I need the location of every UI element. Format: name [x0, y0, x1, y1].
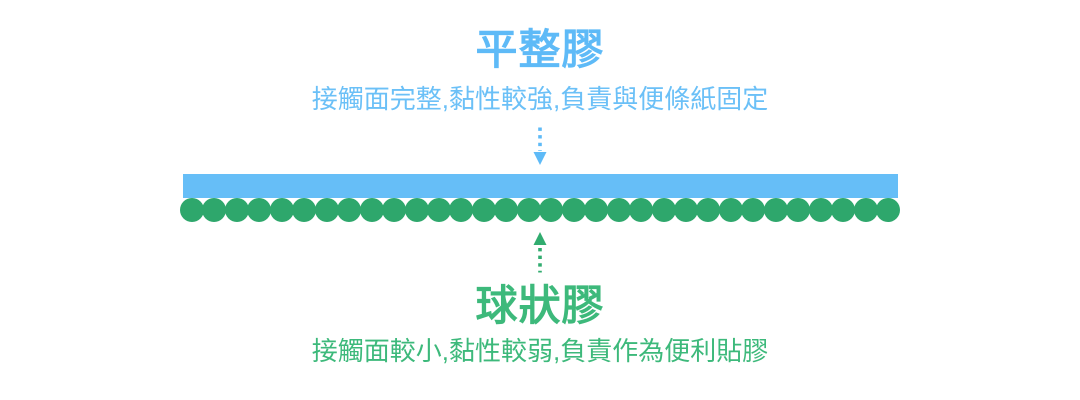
- flat-adhesive-title: 平整膠: [475, 26, 605, 73]
- arrow-down-icon: [533, 127, 547, 165]
- ball-adhesive-title: 球狀膠: [475, 282, 605, 329]
- glue-ball-dot: [786, 198, 811, 222]
- glue-ball-dot: [808, 198, 833, 222]
- glue-ball-dot: [539, 198, 564, 222]
- flat-adhesive-description: 接觸面完整,黏性較強,負責與便條紙固定: [311, 84, 769, 114]
- arrow-up-icon: [533, 232, 547, 273]
- glue-ball-dot: [718, 198, 743, 222]
- arrow-down-head: [533, 152, 547, 165]
- glue-ball-dot: [269, 198, 294, 222]
- glue-ball-dot: [516, 198, 541, 222]
- glue-ball-dot: [426, 198, 451, 222]
- glue-ball-dot: [696, 198, 721, 222]
- glue-ball-dot: [741, 198, 766, 222]
- glue-ball-dot: [673, 198, 698, 222]
- glue-ball-dot: [584, 198, 609, 222]
- glue-ball-dot: [876, 198, 901, 222]
- glue-ball-dot: [494, 198, 519, 222]
- glue-ball-dot: [404, 198, 429, 222]
- glue-ball-dot: [449, 198, 474, 222]
- glue-ball-dot: [292, 198, 317, 222]
- glue-ball-dot: [382, 198, 407, 222]
- glue-ball-dot: [629, 198, 654, 222]
- arrow-up-head: [533, 232, 547, 245]
- glue-ball-dot: [337, 198, 362, 222]
- glue-ball-dot: [471, 198, 496, 222]
- glue-ball-dot: [224, 198, 249, 222]
- glue-ball-dot: [831, 198, 856, 222]
- glue-ball-dot: [359, 198, 384, 222]
- glue-ball-dot: [763, 198, 788, 222]
- glue-ball-dot: [606, 198, 631, 222]
- flat-adhesive-bar: [183, 174, 898, 198]
- glue-ball-dot: [561, 198, 586, 222]
- glue-ball-dot: [202, 198, 227, 222]
- glue-ball-dot: [651, 198, 676, 222]
- glue-ball-dot: [247, 198, 272, 222]
- glue-ball-dot: [314, 198, 339, 222]
- glue-ball-dot: [853, 198, 878, 222]
- ball-adhesive-dots-row: [180, 198, 901, 222]
- glue-ball-dot: [180, 198, 204, 222]
- ball-adhesive-description: 接觸面較小,黏性較弱,負責作為便利貼膠: [311, 336, 769, 366]
